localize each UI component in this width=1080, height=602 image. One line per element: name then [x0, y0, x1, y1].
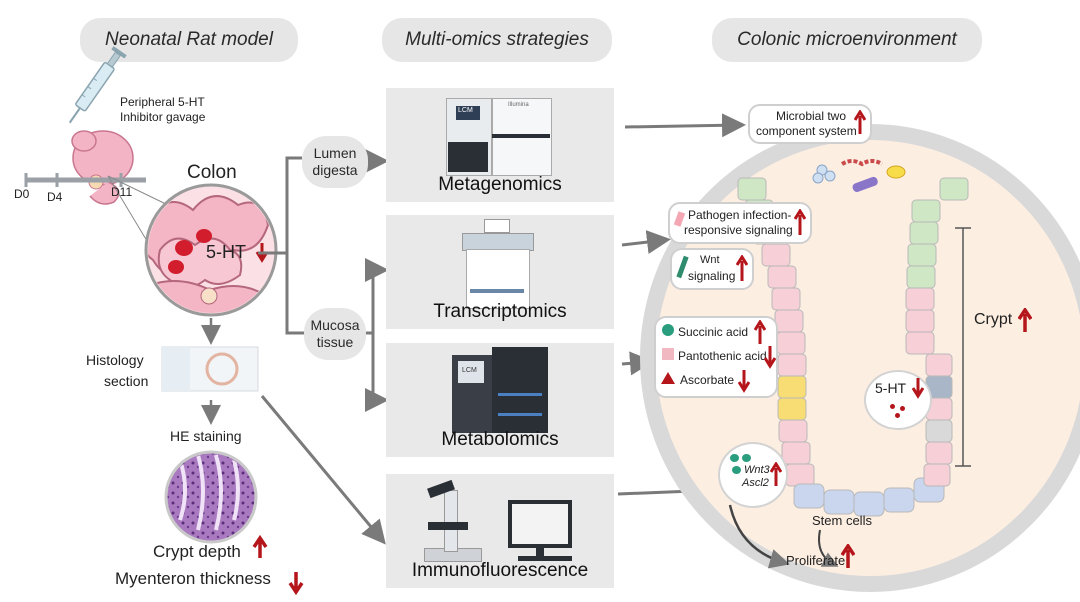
instrument-label-2: Illumina [508, 102, 529, 108]
lumen-label-2: digesta [312, 162, 358, 178]
transcriptomics-instrument-icon [462, 219, 534, 309]
serotonin-dot-3 [895, 413, 900, 418]
succinic-up-arrow [754, 320, 766, 344]
he-staining-label: HE staining [170, 428, 242, 444]
serotonin-dot-1 [890, 404, 895, 409]
rat-pup-icon [71, 130, 134, 205]
pantothenic-marker-icon [662, 348, 674, 360]
wnt3-up-arrow [770, 462, 782, 486]
ascorbate-label: Ascorbate [680, 373, 735, 387]
pathogen-up-arrow [794, 209, 806, 235]
myenteron-down-arrow [288, 572, 304, 596]
microbial-label-1: Microbial two [776, 109, 847, 123]
metagenomics-title: Metagenomics [438, 174, 562, 195]
pantothenic-label: Pantothenic acid [678, 349, 767, 363]
crypt-depth-label: Crypt depth [153, 542, 241, 561]
ascorbate-marker-icon [661, 372, 675, 384]
metabolomics-title: Metabolomics [441, 429, 559, 450]
mucosa-tissue-pill: Mucosa tissue [304, 308, 366, 360]
immunofluorescence-panel: Immunofluorescence [386, 474, 614, 588]
timeline-d4: D4 [47, 190, 63, 204]
header-colonic-microenvironment: Colonic microenvironment [712, 18, 982, 62]
mucosa-label-1: Mucosa [310, 317, 360, 333]
sequencer-icon: LCM Illumina [446, 98, 552, 176]
colon-5ht-label: 5-HT [206, 242, 246, 262]
immunofluorescence-title: Immunofluorescence [411, 560, 589, 581]
header-multi-omics: Multi-omics strategies [382, 18, 612, 62]
wnt3-dot-2 [742, 454, 751, 462]
pathogen-signaling-box: Pathogen infection- responsive signaling [668, 202, 812, 244]
injection-label-2: Inhibitor gavage [120, 110, 206, 124]
wnt3-dot-1 [730, 454, 739, 462]
succinic-marker-icon [662, 324, 674, 336]
crypt-depth-up-arrow [252, 534, 268, 558]
transcriptomics-panel: Transcriptomics [386, 215, 614, 329]
metabolomics-panel: LCM Metabolomics [386, 343, 614, 457]
transcriptomics-title: Transcriptomics [433, 301, 567, 322]
timeline-d0: D0 [14, 187, 30, 201]
succinic-label: Succinic acid [678, 325, 749, 339]
metagenomics-panel: LCM Illumina Metagenomics [386, 88, 614, 202]
crypt-right-wall [905, 177, 969, 487]
lumen-label-1: Lumen [313, 145, 357, 161]
wnt3-label: Wnt3 [744, 464, 770, 476]
proliferate-up-arrow [841, 544, 855, 568]
crypt-5ht-bubble: 5-HT [864, 370, 932, 430]
ascorbate-down-arrow [738, 370, 750, 393]
proliferate-label: Proliferate [786, 553, 846, 568]
lumen-digesta-pill: Lumen digesta [302, 136, 368, 188]
histology-label-2: section [104, 373, 149, 389]
pathogen-label-1: Pathogen infection- [688, 208, 792, 222]
wnt-up-arrow [736, 255, 748, 281]
microbial-label-2: component system [756, 124, 857, 138]
mucosa-label-2: tissue [316, 334, 354, 350]
syringe-icon [68, 46, 127, 124]
wnt3-dot-3 [732, 466, 741, 474]
wnt-signaling-box: Wnt signaling [670, 248, 754, 290]
metabolites-box: Succinic acid Pantothenic acid Ascorbate [654, 316, 778, 398]
crypt-label: Crypt [974, 311, 1013, 328]
stem-cells-label: Stem cells [812, 513, 872, 528]
wnt-label-1: Wnt [700, 254, 720, 266]
instrument-label-3: LCM [462, 367, 477, 374]
timeline-d11: D11 [111, 185, 133, 199]
histology-label-1: Histology [86, 352, 144, 368]
crypt-5ht-down-arrow [912, 378, 924, 399]
injection-label-1: Peripheral 5-HT [120, 95, 205, 109]
wnt-marker-icon [676, 255, 689, 279]
crypt-up-arrow [1018, 308, 1032, 332]
colon-illustration [144, 183, 278, 317]
wnt3-ascl2-bubble: Wnt3 Ascl2 [718, 442, 788, 508]
pantothenic-down-arrow [764, 346, 776, 369]
wnt-label-2: signaling [688, 269, 736, 283]
he-staining-image [164, 450, 258, 544]
serotonin-dot-2 [900, 406, 905, 411]
ascl2-label: Ascl2 [742, 477, 769, 489]
microbes-icon [812, 159, 906, 193]
microscope-icon [416, 479, 482, 562]
colon-5ht-down-arrow [255, 243, 269, 263]
microbial-up-arrow [854, 110, 866, 134]
proliferate-curve-arrow [728, 504, 790, 569]
microbial-two-component-box: Microbial two component system [748, 104, 872, 144]
instrument-label-1: LCM [458, 107, 473, 114]
myenteron-label: Myenteron thickness [115, 569, 271, 588]
mass-spec-icon: LCM [452, 347, 548, 433]
colon-label: Colon [187, 162, 237, 183]
crypt-5ht-label: 5-HT [875, 380, 907, 396]
monitor-icon [508, 500, 572, 562]
pathogen-label-2: responsive signaling [684, 223, 793, 237]
